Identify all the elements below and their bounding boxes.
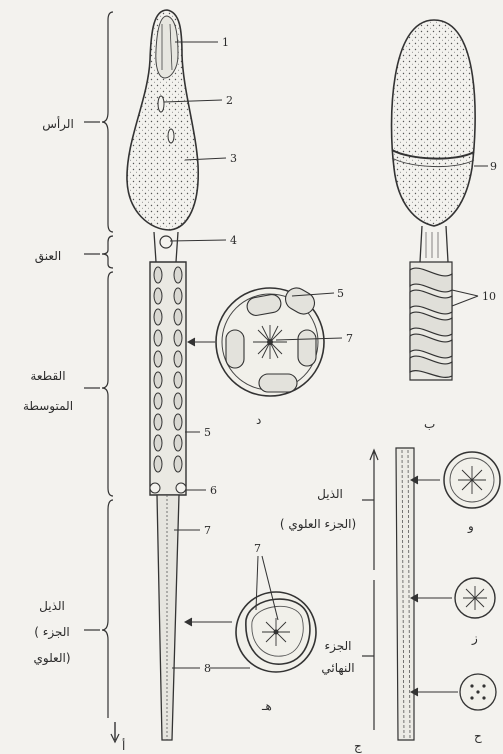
callout-7: 7 <box>204 524 211 537</box>
label-tail-main-sub: ( الجزء العلوي) <box>280 517 356 532</box>
nuclear-vacuole <box>168 129 174 143</box>
callout-8: 8 <box>204 662 211 675</box>
panel-letter-c: ج <box>354 739 362 753</box>
tail-brackets <box>362 450 378 730</box>
annulus <box>150 483 160 493</box>
sperm-side-view <box>127 10 198 740</box>
helical-mitochondria <box>410 262 452 380</box>
panel-letter-h2: ح <box>474 729 482 743</box>
callout-9: 9 <box>490 160 497 173</box>
nuclear-vacuole <box>158 96 164 112</box>
acrosome <box>156 16 178 78</box>
cross-section-middle-piece <box>216 284 324 396</box>
annulus <box>176 483 186 493</box>
label-tail-1: الذيل <box>39 599 65 613</box>
cross-section-w <box>444 452 500 508</box>
region-brackets <box>84 12 119 742</box>
callout-5-b: 5 <box>337 287 344 300</box>
callout-5: 5 <box>204 426 211 439</box>
callout-1: 1 <box>222 36 229 49</box>
callout-6: 6 <box>210 484 217 497</box>
label-head: الرأس <box>42 116 74 132</box>
principal-piece <box>157 495 179 740</box>
panel-letter-b: ب <box>424 417 435 431</box>
panel-letter-a: أ <box>122 738 125 753</box>
panel-letter-d: د <box>256 413 261 427</box>
leader-lines-small-cs <box>411 476 458 696</box>
callout-4: 4 <box>230 234 237 247</box>
callout-7-b: 7 <box>346 332 353 345</box>
label-middle-piece-2: المتوسطة <box>23 399 73 414</box>
panel-letter-z: ز <box>471 631 478 646</box>
panel-letter-h: هـ <box>261 699 272 713</box>
label-middle-piece-1: القطعة <box>30 369 65 383</box>
panel-letter-w: و <box>467 519 474 534</box>
sperm-head-3d <box>392 20 476 262</box>
label-tail-2: ( الجزء <box>34 625 70 640</box>
cross-section-tail <box>236 592 316 672</box>
cross-section-z <box>455 578 495 618</box>
callout-2: 2 <box>226 94 233 107</box>
label-neck: العنق <box>35 249 61 264</box>
tail-longitudinal <box>396 448 414 740</box>
centriole <box>160 236 172 248</box>
label-end-part-1: الجزء <box>325 639 352 654</box>
label-tail-main: الذيل <box>317 487 343 501</box>
callout-7-c: 7 <box>254 542 261 555</box>
label-end-part-2: النهائي <box>321 661 354 675</box>
callout-3: 3 <box>230 152 237 165</box>
callout-10: 10 <box>482 290 496 303</box>
cross-section-h2 <box>460 674 496 710</box>
label-tail-3: العلوي) <box>33 651 70 666</box>
